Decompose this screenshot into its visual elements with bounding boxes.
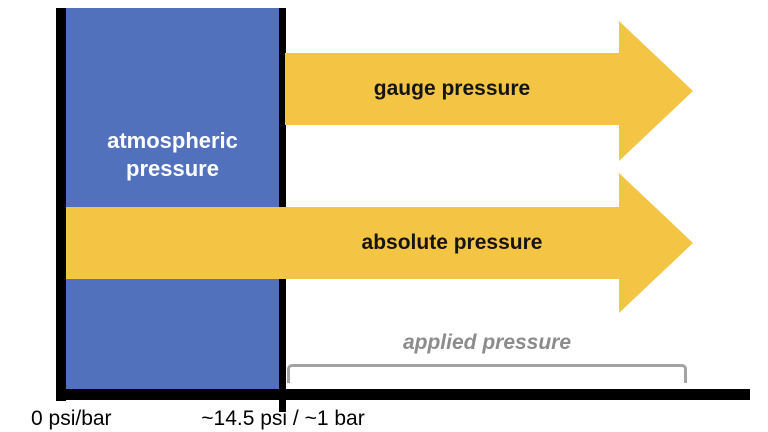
y-axis-line xyxy=(56,8,66,401)
applied-pressure-label: applied pressure xyxy=(402,331,572,354)
gauge-pressure-arrow-shape xyxy=(285,21,693,161)
absolute-pressure-arrow xyxy=(66,173,693,313)
gauge-pressure-arrow xyxy=(285,21,693,161)
axis-atmospheric-tick-label: ~14.5 psi / ~1 bar xyxy=(201,407,365,430)
x-axis-line xyxy=(56,389,750,400)
axis-origin-label: 0 psi/bar xyxy=(31,407,112,430)
applied-pressure-bracket xyxy=(287,364,687,383)
gauge-pressure-label: gauge pressure xyxy=(373,77,531,100)
atmospheric-pressure-region: atmospheric pressure xyxy=(66,8,279,390)
atmospheric-pressure-label: atmospheric pressure xyxy=(107,128,238,181)
absolute-pressure-label: absolute pressure xyxy=(361,231,543,254)
absolute-pressure-arrow-shape xyxy=(66,173,693,313)
